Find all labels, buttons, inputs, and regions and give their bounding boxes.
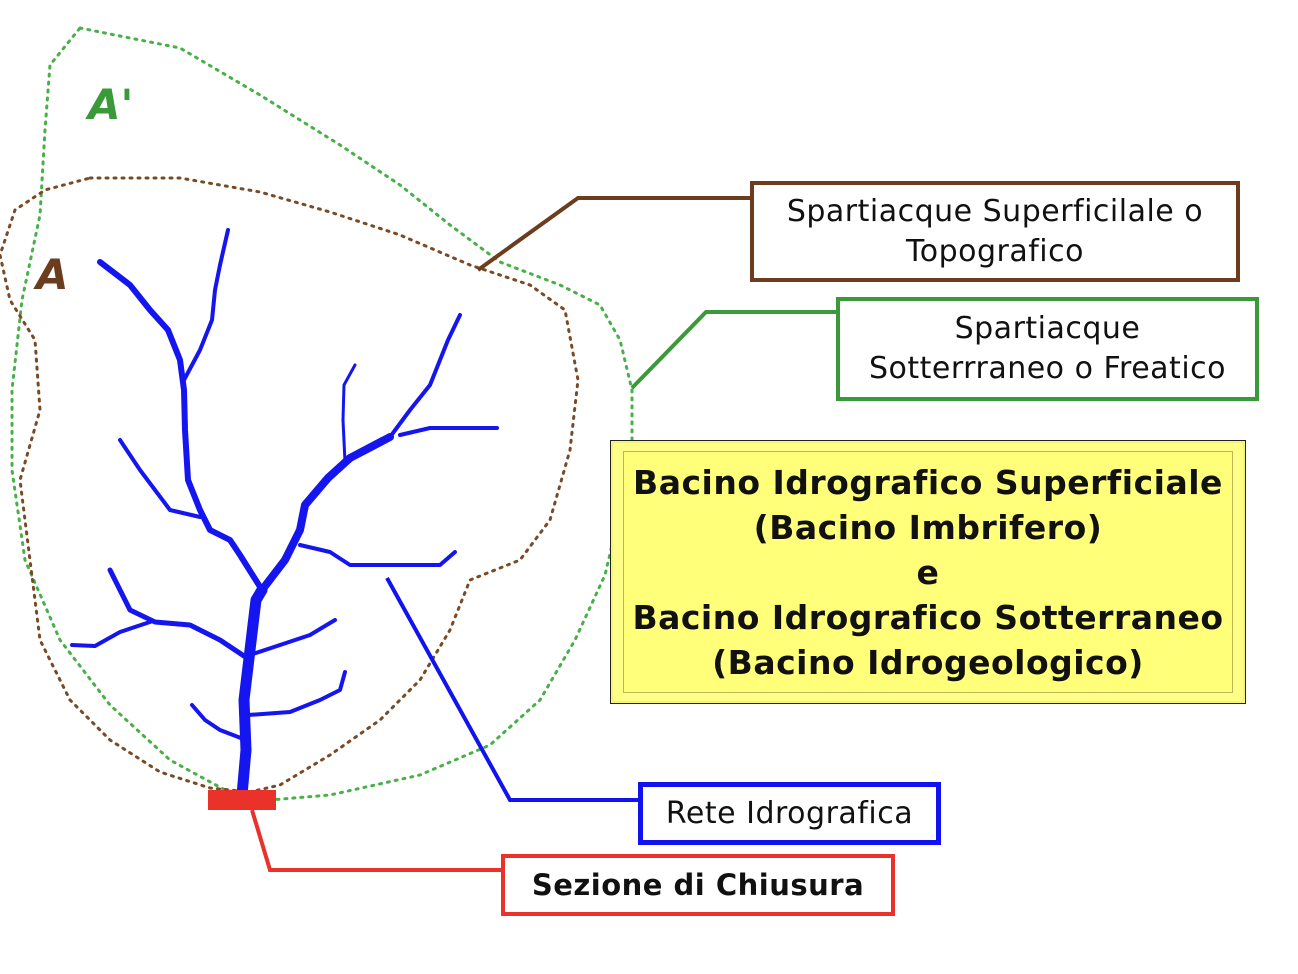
region-label-inner: A	[36, 250, 69, 299]
surface-divide-line-1: Spartiacque Superficilale o	[786, 193, 1204, 229]
river-branch-top-left	[182, 228, 230, 382]
basin-title-line-3: e	[916, 552, 940, 592]
river-network	[70, 228, 499, 801]
river-left-trunk	[97, 259, 265, 593]
basin-title-line-5: (Bacino Idrogeologico)	[712, 642, 1144, 682]
basin-title-line-2: (Bacino Imbrifero)	[753, 507, 1103, 547]
groundwater-divide-line-2: Sotterrraneo o Freatico	[869, 351, 1226, 386]
groundwater-divide-label: Spartiacque Sotterrraneo o Freatico	[836, 297, 1259, 401]
river-branch-mid-right	[298, 543, 457, 567]
outlet-section-marker	[208, 790, 276, 810]
river-branch-bottom-right-1	[248, 618, 337, 657]
river-branch-bottom-left	[190, 703, 248, 742]
surface-divide-label: Spartiacque Superficilale o Topografico	[750, 181, 1240, 282]
basin-title-bevel	[623, 451, 1233, 693]
surface-divide-outline	[0, 176, 580, 794]
basin-title-line-1: Bacino Idrografico Superficiale	[633, 462, 1223, 502]
river-branch-upper-mid	[341, 363, 357, 464]
basin-title-box: Bacino Idrografico Superficiale (Bacino …	[610, 440, 1246, 704]
river-main-upper	[258, 433, 394, 594]
groundwater-divide-line-1: Spartiacque	[954, 311, 1141, 346]
connector-groundwater-divide	[630, 310, 836, 390]
groundwater-divide-outline	[10, 26, 634, 802]
river-main-stem	[236, 584, 268, 801]
river-branch-upper-right	[388, 313, 462, 439]
outlet-section-label: Sezione di Chiusura	[501, 854, 895, 916]
connector-river-network	[385, 577, 638, 802]
basin-title-line-4: Bacino Idrografico Sotterraneo	[632, 597, 1224, 637]
connector-outlet-section	[250, 809, 501, 872]
outlet-section-text: Sezione di Chiusura	[531, 868, 865, 902]
river-network-text: Rete Idrografica	[665, 795, 914, 831]
river-branch-mid-left	[118, 438, 202, 519]
connector-surface-divide	[476, 196, 750, 272]
river-branch-right-straight	[398, 426, 499, 437]
surface-divide-line-2: Topografico	[906, 233, 1084, 269]
river-branch-far-left	[70, 620, 152, 648]
river-branch-bottom-right-2	[246, 670, 347, 717]
river-network-label: Rete Idrografica	[638, 782, 941, 845]
basin-title-text: Bacino Idrografico Superficiale (Bacino …	[632, 460, 1223, 685]
region-label-outer: A'	[88, 80, 134, 129]
river-branch-lower-left	[107, 567, 253, 663]
